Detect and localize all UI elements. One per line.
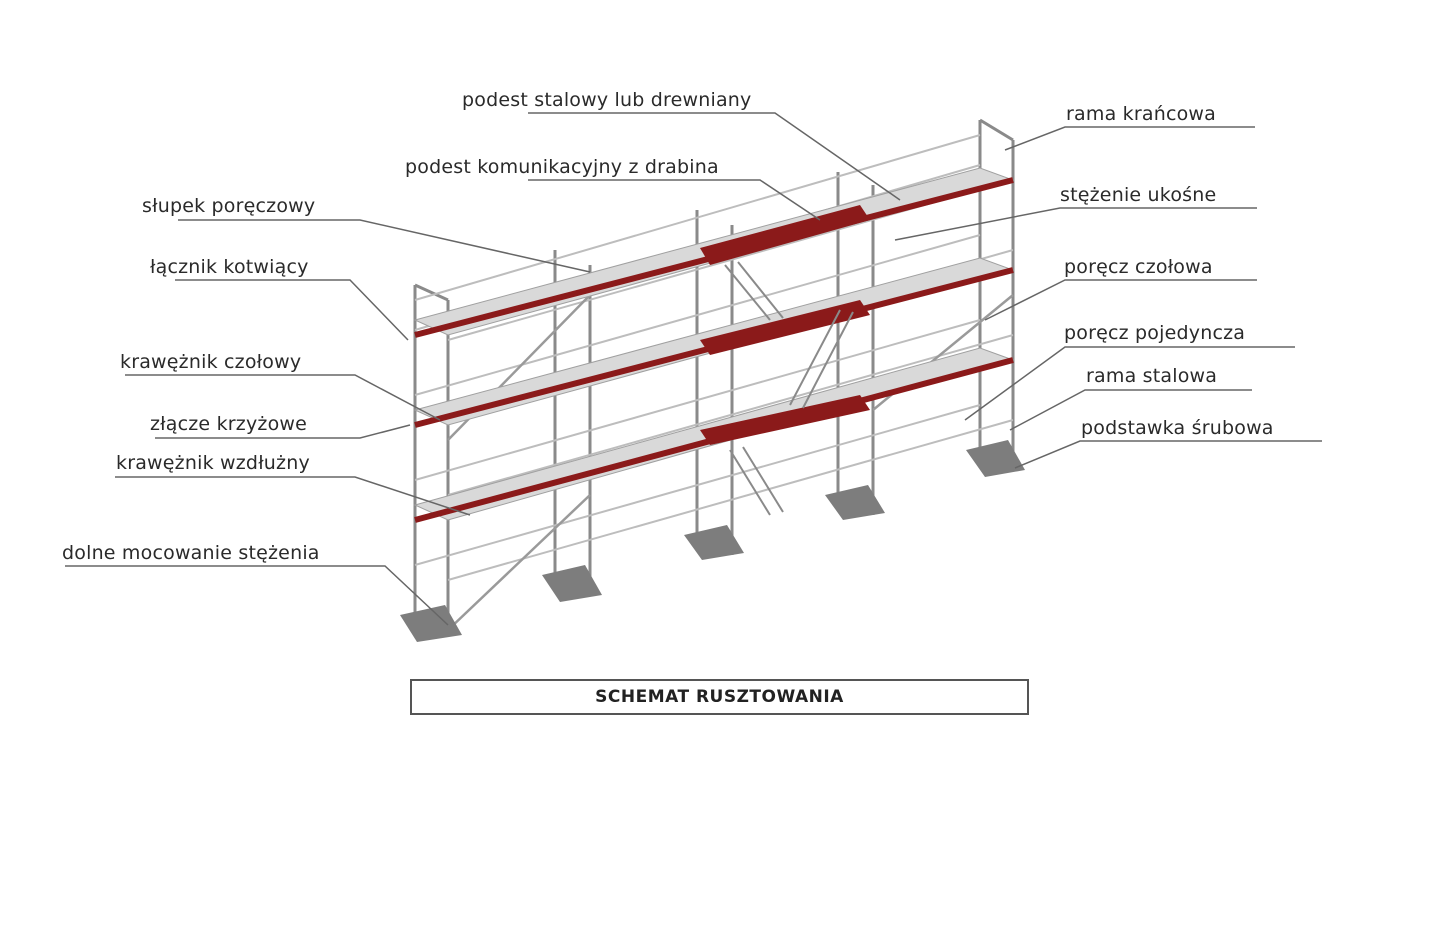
label-podest-stalowy: podest stalowy lub drewniany xyxy=(462,89,752,111)
label-lacznik-kotwiacy: łącznik kotwiący xyxy=(150,256,309,278)
label-dolne-mocowanie: dolne mocowanie stężenia xyxy=(62,542,320,564)
label-podstawka-srubowa: podstawka śrubowa xyxy=(1081,417,1274,439)
communication-platforms xyxy=(700,205,870,445)
label-zlacze-krzyzowe: złącze krzyżowe xyxy=(150,413,308,435)
diagram-caption: SCHEMAT RUSZTOWANIA xyxy=(410,679,1029,715)
label-krawęznik-czolowy: krawężnik czołowy xyxy=(120,351,302,373)
label-podest-komunikacyjny: podest komunikacyjny z drabina xyxy=(405,156,719,178)
label-slupek-poreczowy: słupek poręczowy xyxy=(142,195,316,217)
label-porecz-pojedyncza: poręcz pojedyncza xyxy=(1064,322,1246,344)
label-stezenie-ukosne: stężenie ukośne xyxy=(1060,184,1217,206)
leader-lines xyxy=(65,112,1322,626)
label-rama-koncowa: rama krańcowa xyxy=(1066,103,1216,125)
label-porecz-czolowa: poręcz czołowa xyxy=(1064,256,1213,278)
label-krawęznik-wzdluzny: krawężnik wzdłużny xyxy=(116,452,310,474)
ladders xyxy=(724,261,854,516)
base-plates xyxy=(400,440,1025,642)
label-rama-stalowa: rama stalowa xyxy=(1086,365,1218,387)
